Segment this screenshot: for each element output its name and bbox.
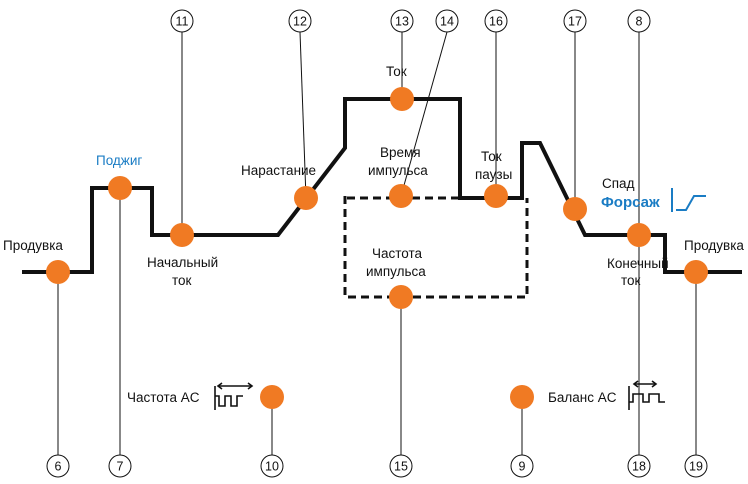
callout-18: 18 xyxy=(632,460,646,474)
label-chastota-imp-2: импульса xyxy=(366,264,426,279)
markers xyxy=(46,87,708,409)
callout-10: 10 xyxy=(265,460,279,474)
label-tok: Ток xyxy=(386,64,407,79)
ac-frequency-icon xyxy=(214,382,254,410)
marker-nachalny-tok[interactable] xyxy=(170,223,194,247)
callout-19: 19 xyxy=(689,460,703,474)
ac-balance-icon xyxy=(628,380,665,410)
callout-15: 15 xyxy=(394,460,408,474)
label-chastota-imp-1: Частота xyxy=(372,246,423,261)
callout-8: 8 xyxy=(636,15,643,29)
label-spad: Спад xyxy=(602,176,635,191)
callout-16: 16 xyxy=(489,15,503,29)
label-narastanie: Нарастание xyxy=(241,163,316,178)
label-vremya-1: Время xyxy=(380,145,421,160)
marker-vremya-impulsa[interactable] xyxy=(389,184,413,208)
labels: Продувка Поджиг Начальный ток Нарастание… xyxy=(3,64,744,405)
callout-14: 14 xyxy=(440,15,454,29)
marker-chastota-ac[interactable] xyxy=(260,385,284,409)
callout-7: 7 xyxy=(117,460,124,474)
marker-podzhig[interactable] xyxy=(108,176,132,200)
label-tok-pauzy-2: паузы xyxy=(475,167,512,182)
label-konechny-2: ток xyxy=(621,273,641,288)
callout-6: 6 xyxy=(55,460,62,474)
label-konechny-1: Конечный xyxy=(607,256,669,271)
label-nachalny-1: Начальный xyxy=(147,255,218,270)
callout-17: 17 xyxy=(568,15,582,29)
forsazh-icon xyxy=(671,188,706,212)
label-balans-ac: Баланс AC xyxy=(548,390,617,405)
label-tok-pauzy-1: Ток xyxy=(481,149,502,164)
marker-produvka-left[interactable] xyxy=(46,260,70,284)
callout-12: 12 xyxy=(293,15,307,29)
label-produvka-right: Продувка xyxy=(684,238,744,253)
marker-tok[interactable] xyxy=(390,87,414,111)
label-produvka-left: Продувка xyxy=(3,238,63,253)
label-forsazh: Форсаж xyxy=(601,194,660,211)
callout-9: 9 xyxy=(519,460,526,474)
callout-circles xyxy=(46,9,708,478)
marker-produvka-right[interactable] xyxy=(684,260,708,284)
marker-narastanie[interactable] xyxy=(294,186,318,210)
label-chastota-ac: Частота AC xyxy=(127,390,200,405)
marker-tok-pauzy[interactable] xyxy=(484,184,508,208)
callout-13: 13 xyxy=(395,15,409,29)
label-podzhig: Поджиг xyxy=(96,153,142,168)
callout-11: 11 xyxy=(176,15,189,29)
label-nachalny-2: ток xyxy=(172,273,192,288)
marker-balans-ac[interactable] xyxy=(510,385,534,409)
label-vremya-2: импульса xyxy=(368,163,428,178)
marker-spad[interactable] xyxy=(563,197,587,221)
callout-numbers: 11 12 13 14 16 17 8 6 7 10 15 9 18 19 xyxy=(55,15,703,474)
marker-konechny-tok[interactable] xyxy=(627,223,651,247)
marker-chastota-impulsa[interactable] xyxy=(389,285,413,309)
